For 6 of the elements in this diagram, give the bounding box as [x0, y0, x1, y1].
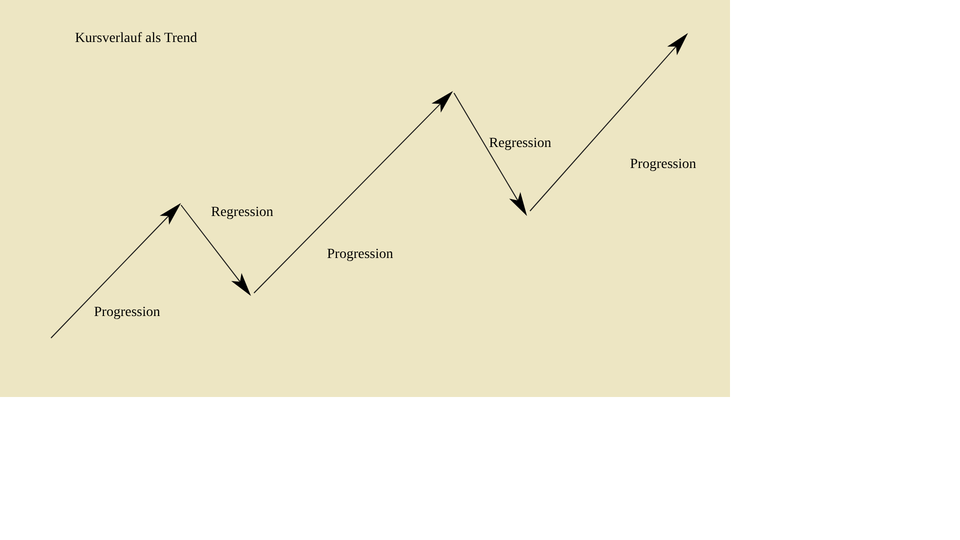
diagram-title: Kursverlauf als Trend: [75, 31, 198, 47]
arrow-label: Progression: [327, 247, 394, 263]
arrow-label: Regression: [489, 136, 552, 152]
arrow-label: Progression: [630, 157, 696, 173]
arrow-label: Regression: [211, 205, 274, 221]
arrow-label: Progression: [94, 305, 160, 321]
